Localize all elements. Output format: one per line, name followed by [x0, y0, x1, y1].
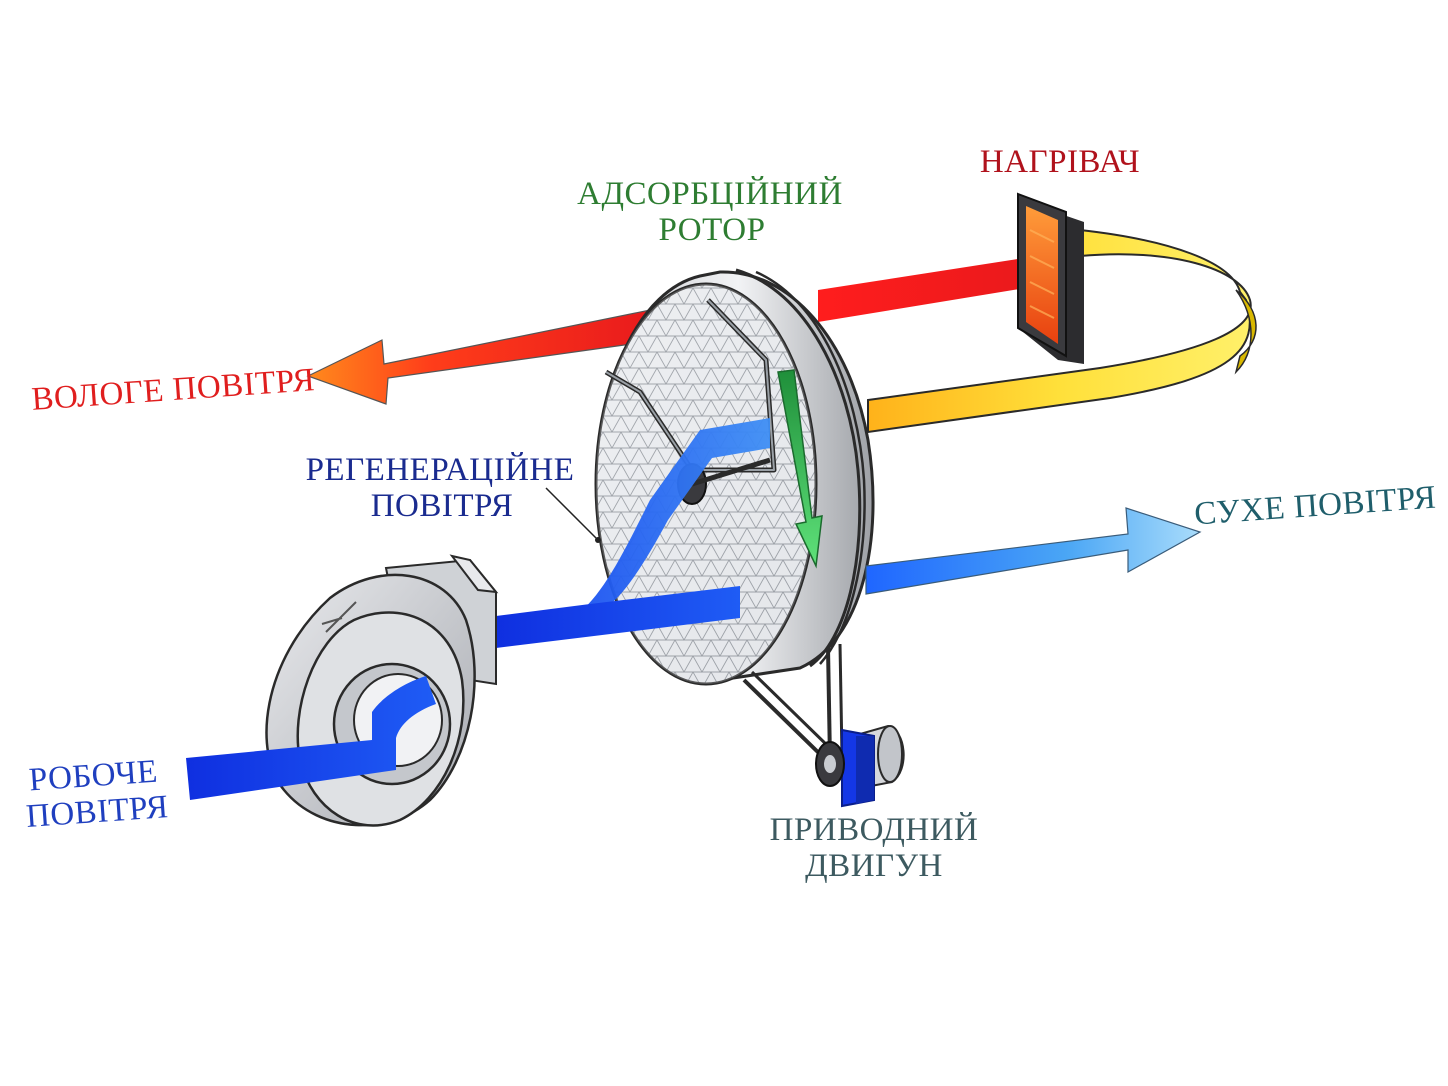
heater-label: НАГРІВАЧ: [980, 144, 1140, 180]
wet-air-label: ВОЛОГЕ ПОВІТРЯ: [30, 362, 316, 418]
motor-label-line2: ДВИГУН: [805, 848, 943, 884]
process-air-inlet: [186, 676, 436, 800]
hot-air-stream: [818, 254, 1050, 322]
drive-motor: [815, 724, 905, 808]
regen-leader-dot: [595, 537, 601, 543]
process-air-label-line1: РОБОЧЕ: [28, 754, 159, 799]
process-air-into-rotor: [496, 586, 740, 648]
motor-label-line1: ПРИВОДНИЙ: [770, 811, 979, 848]
wet-air-arrow: [306, 307, 661, 405]
regen-air-label-line2: ПОВІТРЯ: [371, 488, 514, 524]
rotor-axle: [691, 457, 771, 487]
rotor-label-line2: РОТОР: [659, 212, 766, 248]
blower-fan: [265, 554, 499, 827]
heated-air-loop: [867, 228, 1257, 434]
dry-air-label: СУХЕ ПОВІТРЯ: [1193, 480, 1437, 533]
regeneration-air-stream: [570, 418, 770, 620]
rotor-rotation-arrow: [777, 369, 823, 569]
heater: [1017, 192, 1084, 364]
adsorption-rotor: [594, 268, 875, 686]
dry-air-arrow: [865, 507, 1202, 595]
regen-air-label-line1: РЕГЕНЕРАЦІЙНЕ: [306, 451, 575, 488]
rotor-label-line1: АДСОРБЦІЙНИЙ: [577, 175, 843, 212]
regen-leader-line: [545, 487, 597, 539]
